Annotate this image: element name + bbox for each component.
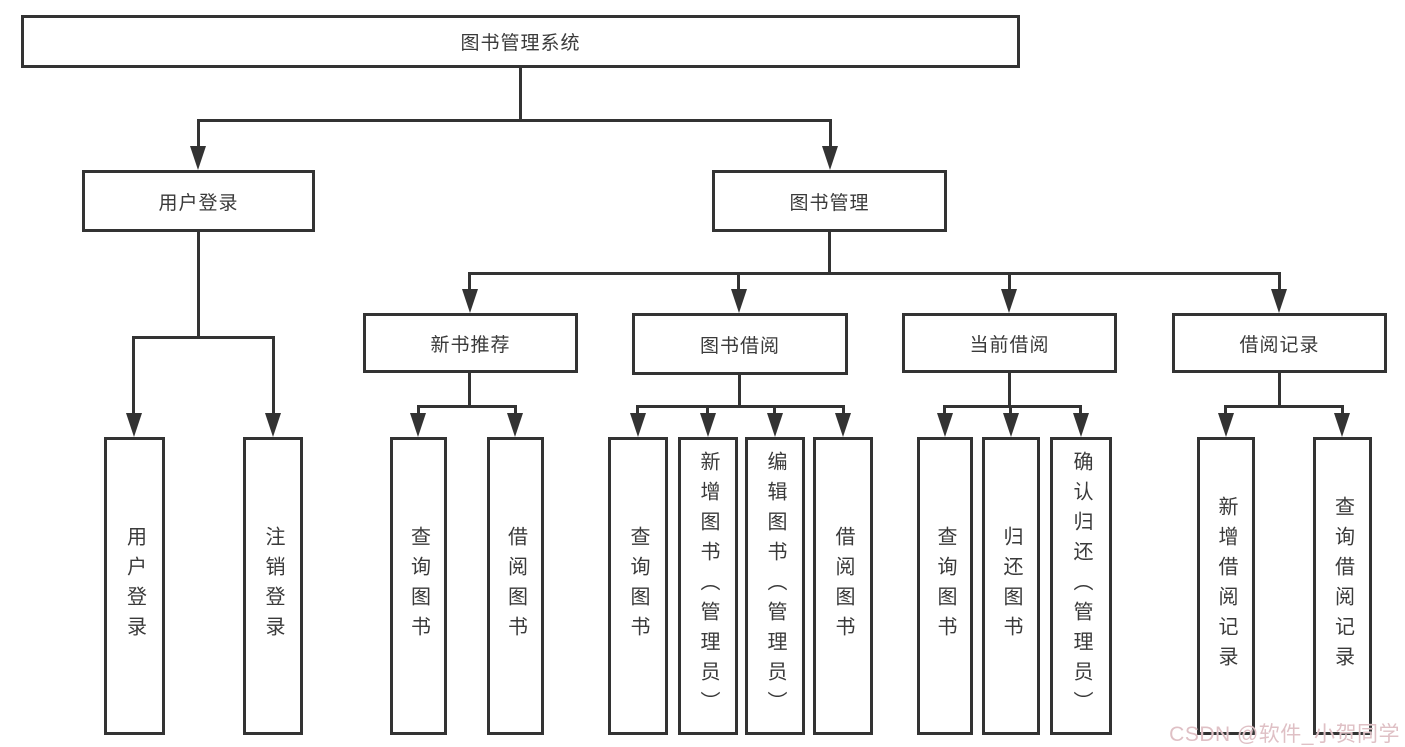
arrowhead-down-icon [630, 413, 646, 437]
leaf-borrow-book-recommend: 借阅图书 [487, 437, 544, 735]
node-label: 当前借阅 [969, 334, 1050, 356]
arrowhead-down-icon [700, 413, 716, 437]
node-user-login: 用户登录 [82, 170, 315, 232]
connector-line [1224, 405, 1344, 408]
connector-line [636, 405, 845, 408]
arrowhead-down-icon [937, 413, 953, 437]
arrowhead-down-icon [1334, 413, 1350, 437]
connector-line [1278, 373, 1281, 408]
arrowhead-down-icon [265, 413, 281, 437]
leaf-user-login: 用户登录 [104, 437, 165, 735]
node-book-borrow: 图书借阅 [632, 313, 848, 375]
connector-line [514, 405, 517, 417]
arrowhead-down-icon [1073, 413, 1089, 437]
leaf-label: 新增图书（管理员） [697, 451, 719, 721]
arrowhead-down-icon [1001, 289, 1017, 313]
leaf-add-book-admin: 新增图书（管理员） [678, 437, 738, 735]
node-book-management: 图书管理 [712, 170, 947, 232]
connector-line [132, 336, 135, 416]
leaf-query-book-borrow: 查询图书 [608, 437, 668, 735]
node-label: 图书借阅 [699, 335, 780, 357]
leaf-label: 用户登录 [123, 526, 146, 646]
arrowhead-down-icon [126, 413, 142, 437]
arrowhead-down-icon [835, 413, 851, 437]
leaf-label: 查询图书 [934, 526, 956, 646]
leaf-label: 借阅图书 [832, 526, 854, 646]
leaf-confirm-return-admin: 确认归还（管理员） [1050, 437, 1112, 735]
connector-line [417, 405, 420, 417]
connector-line [943, 405, 1082, 408]
leaf-add-borrow-record: 新增借阅记录 [1197, 437, 1255, 735]
arrowhead-down-icon [731, 289, 747, 313]
node-label: 新书推荐 [430, 334, 511, 356]
connector-line [197, 119, 200, 149]
arrowhead-down-icon [822, 146, 838, 170]
connector-line [773, 405, 776, 417]
connector-line [519, 68, 522, 122]
arrowhead-down-icon [507, 413, 523, 437]
leaf-edit-book-admin: 编辑图书（管理员） [745, 437, 805, 735]
connector-line [706, 405, 709, 417]
connector-line [842, 405, 845, 417]
arrowhead-down-icon [767, 413, 783, 437]
node-label: 用户登录 [158, 192, 239, 214]
arrowhead-down-icon [1218, 413, 1234, 437]
arrowhead-down-icon [1271, 289, 1287, 313]
connector-line [828, 232, 831, 275]
connector-line [1079, 405, 1082, 417]
connector-line [468, 272, 1281, 275]
connector-line [1008, 373, 1011, 408]
node-label: 借阅记录 [1239, 334, 1320, 356]
arrowhead-down-icon [190, 146, 206, 170]
connector-line [1008, 272, 1011, 292]
node-root: 图书管理系统 [21, 15, 1020, 68]
connector-line [417, 405, 517, 408]
node-label: 图书管理 [789, 192, 870, 214]
node-borrow-records: 借阅记录 [1172, 313, 1387, 373]
leaf-label: 查询图书 [407, 526, 430, 646]
leaf-label: 确认归还（管理员） [1070, 451, 1092, 721]
leaf-label: 注销登录 [262, 526, 284, 646]
leaf-return-book: 归还图书 [982, 437, 1040, 735]
leaf-query-book-current: 查询图书 [917, 437, 973, 735]
leaf-query-borrow-record: 查询借阅记录 [1313, 437, 1372, 735]
connector-line [1009, 405, 1012, 417]
leaf-logout: 注销登录 [243, 437, 303, 735]
node-root-label: 图书管理系统 [460, 33, 581, 54]
connector-line [468, 272, 471, 292]
arrowhead-down-icon [1003, 413, 1019, 437]
leaf-query-book-recommend: 查询图书 [390, 437, 447, 735]
connector-line [737, 272, 740, 292]
node-new-book-recommend: 新书推荐 [363, 313, 578, 373]
leaf-label: 新增借阅记录 [1215, 496, 1237, 676]
csdn-watermark: CSDN @软件_小贺同学 [1169, 723, 1400, 746]
connector-line [132, 336, 275, 339]
connector-line [197, 119, 832, 122]
leaf-borrow-book: 借阅图书 [813, 437, 873, 735]
connector-line [829, 119, 832, 149]
node-current-borrow: 当前借阅 [902, 313, 1117, 373]
leaf-label: 查询借阅记录 [1331, 496, 1354, 676]
leaf-label: 编辑图书（管理员） [764, 451, 786, 721]
leaf-label: 借阅图书 [504, 526, 527, 646]
arrowhead-down-icon [462, 289, 478, 313]
connector-line [636, 405, 639, 417]
connector-line [943, 405, 946, 417]
arrowhead-down-icon [410, 413, 426, 437]
connector-line [272, 336, 275, 416]
connector-line [1278, 272, 1281, 292]
leaf-label: 查询图书 [627, 526, 649, 646]
connector-line [1341, 405, 1344, 417]
connector-line [738, 375, 741, 408]
connector-line [468, 373, 471, 408]
leaf-label: 归还图书 [1000, 526, 1022, 646]
connector-line [197, 232, 200, 339]
connector-line [1224, 405, 1227, 417]
